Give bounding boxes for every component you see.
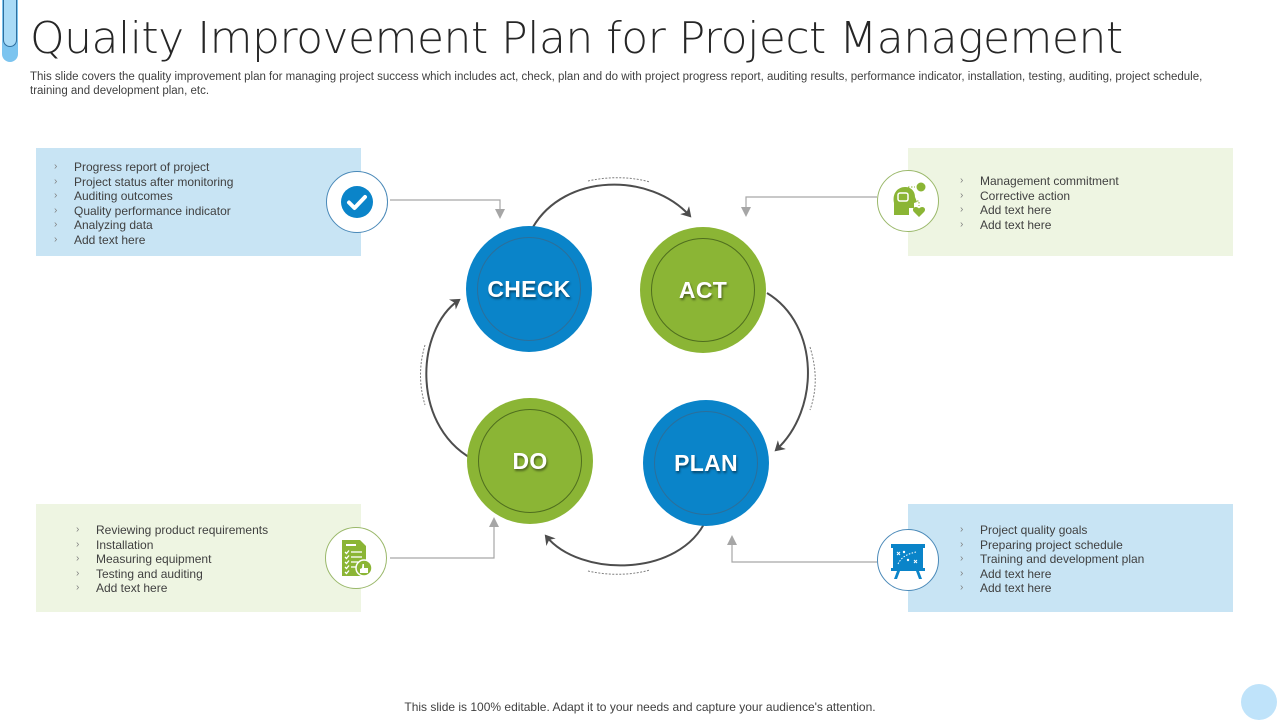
check-icon-badge <box>326 171 388 233</box>
stage-do[interactable]: DO <box>467 398 593 524</box>
list-item: ›Add text here <box>76 581 168 595</box>
stage-label-do: DO <box>512 447 548 474</box>
list-item: ›Add text here <box>960 217 1052 232</box>
stage-label-plan: PLAN <box>674 449 738 476</box>
corner-dot-decoration <box>1241 684 1277 720</box>
act-panel: ›Management commitment ›Corrective actio… <box>908 148 1233 256</box>
connector-plan <box>727 535 877 563</box>
stage-label-act: ACT <box>678 276 728 303</box>
list-item: ›Project quality goals <box>960 523 1088 537</box>
list-item: ›Progress report of project <box>54 160 210 174</box>
plan-items: ›Project quality goals ›Preparing projec… <box>960 523 1144 596</box>
list-item: ›Installation <box>76 537 154 552</box>
list-item: ›Training and development plan <box>960 552 1145 566</box>
strategy-board-icon <box>891 544 925 579</box>
list-item: ›Testing and auditing <box>76 566 203 581</box>
checkmark-circle-icon <box>341 186 373 218</box>
act-icon-badge <box>877 170 939 232</box>
head-mind-heart-icon <box>893 182 926 217</box>
list-item: ›Add text here <box>960 203 1052 217</box>
do-items: ›Reviewing product requirements ›Install… <box>76 523 268 596</box>
check-items: ›Progress report of project ›Project sta… <box>54 160 233 247</box>
list-item: ›Analyzing data <box>54 218 153 232</box>
corner-tab-decoration <box>2 0 18 62</box>
list-item: ›Measuring equipment <box>76 552 212 566</box>
connector-check <box>390 199 505 219</box>
list-item: ›Preparing project schedule <box>960 537 1123 552</box>
footer-note: This slide is 100% editable. Adapt it to… <box>404 700 876 714</box>
plan-panel: ›Project quality goals ›Preparing projec… <box>908 504 1233 612</box>
do-panel: ›Reviewing product requirements ›Install… <box>36 504 361 612</box>
list-item: ›Management commitment <box>960 174 1119 188</box>
list-item: ›Auditing outcomes <box>54 189 173 203</box>
stage-label-check: CHECK <box>487 275 571 302</box>
page-subtitle: This slide covers the quality improvemen… <box>30 71 1203 97</box>
do-icon-badge <box>325 527 387 589</box>
list-item: ›Project status after monitoring <box>54 174 234 189</box>
stage-ring <box>478 409 582 513</box>
connector-do <box>390 517 499 559</box>
cycle-arrow-act-to-plan <box>766 292 809 452</box>
stage-ring <box>477 237 581 341</box>
list-item: ›Reviewing product requirements <box>76 523 269 537</box>
list-item: ›Quality performance indicator <box>54 203 231 218</box>
list-item: ›Corrective action <box>960 188 1071 203</box>
stage-ring <box>651 238 755 342</box>
list-item: ›Add text here <box>960 581 1052 595</box>
plan-icon-badge <box>877 529 939 591</box>
page-title: Quality Improvement Plan for Project Man… <box>30 13 1123 64</box>
list-item: ›Add text here <box>54 232 146 247</box>
connector-act <box>741 196 877 217</box>
stage-act[interactable]: ACT <box>640 227 766 353</box>
stage-ring <box>654 411 758 515</box>
checklist-thumbs-up-icon <box>342 540 373 577</box>
stage-check[interactable]: CHECK <box>466 226 592 352</box>
cycle-arrow-check-to-act <box>532 183 692 228</box>
check-panel: ›Progress report of project ›Project sta… <box>36 148 361 256</box>
list-item: ›Add text here <box>960 566 1052 581</box>
cycle-arrow-plan-to-do <box>544 519 707 567</box>
act-items: ›Management commitment ›Corrective actio… <box>960 174 1119 232</box>
stage-plan[interactable]: PLAN <box>643 400 769 526</box>
